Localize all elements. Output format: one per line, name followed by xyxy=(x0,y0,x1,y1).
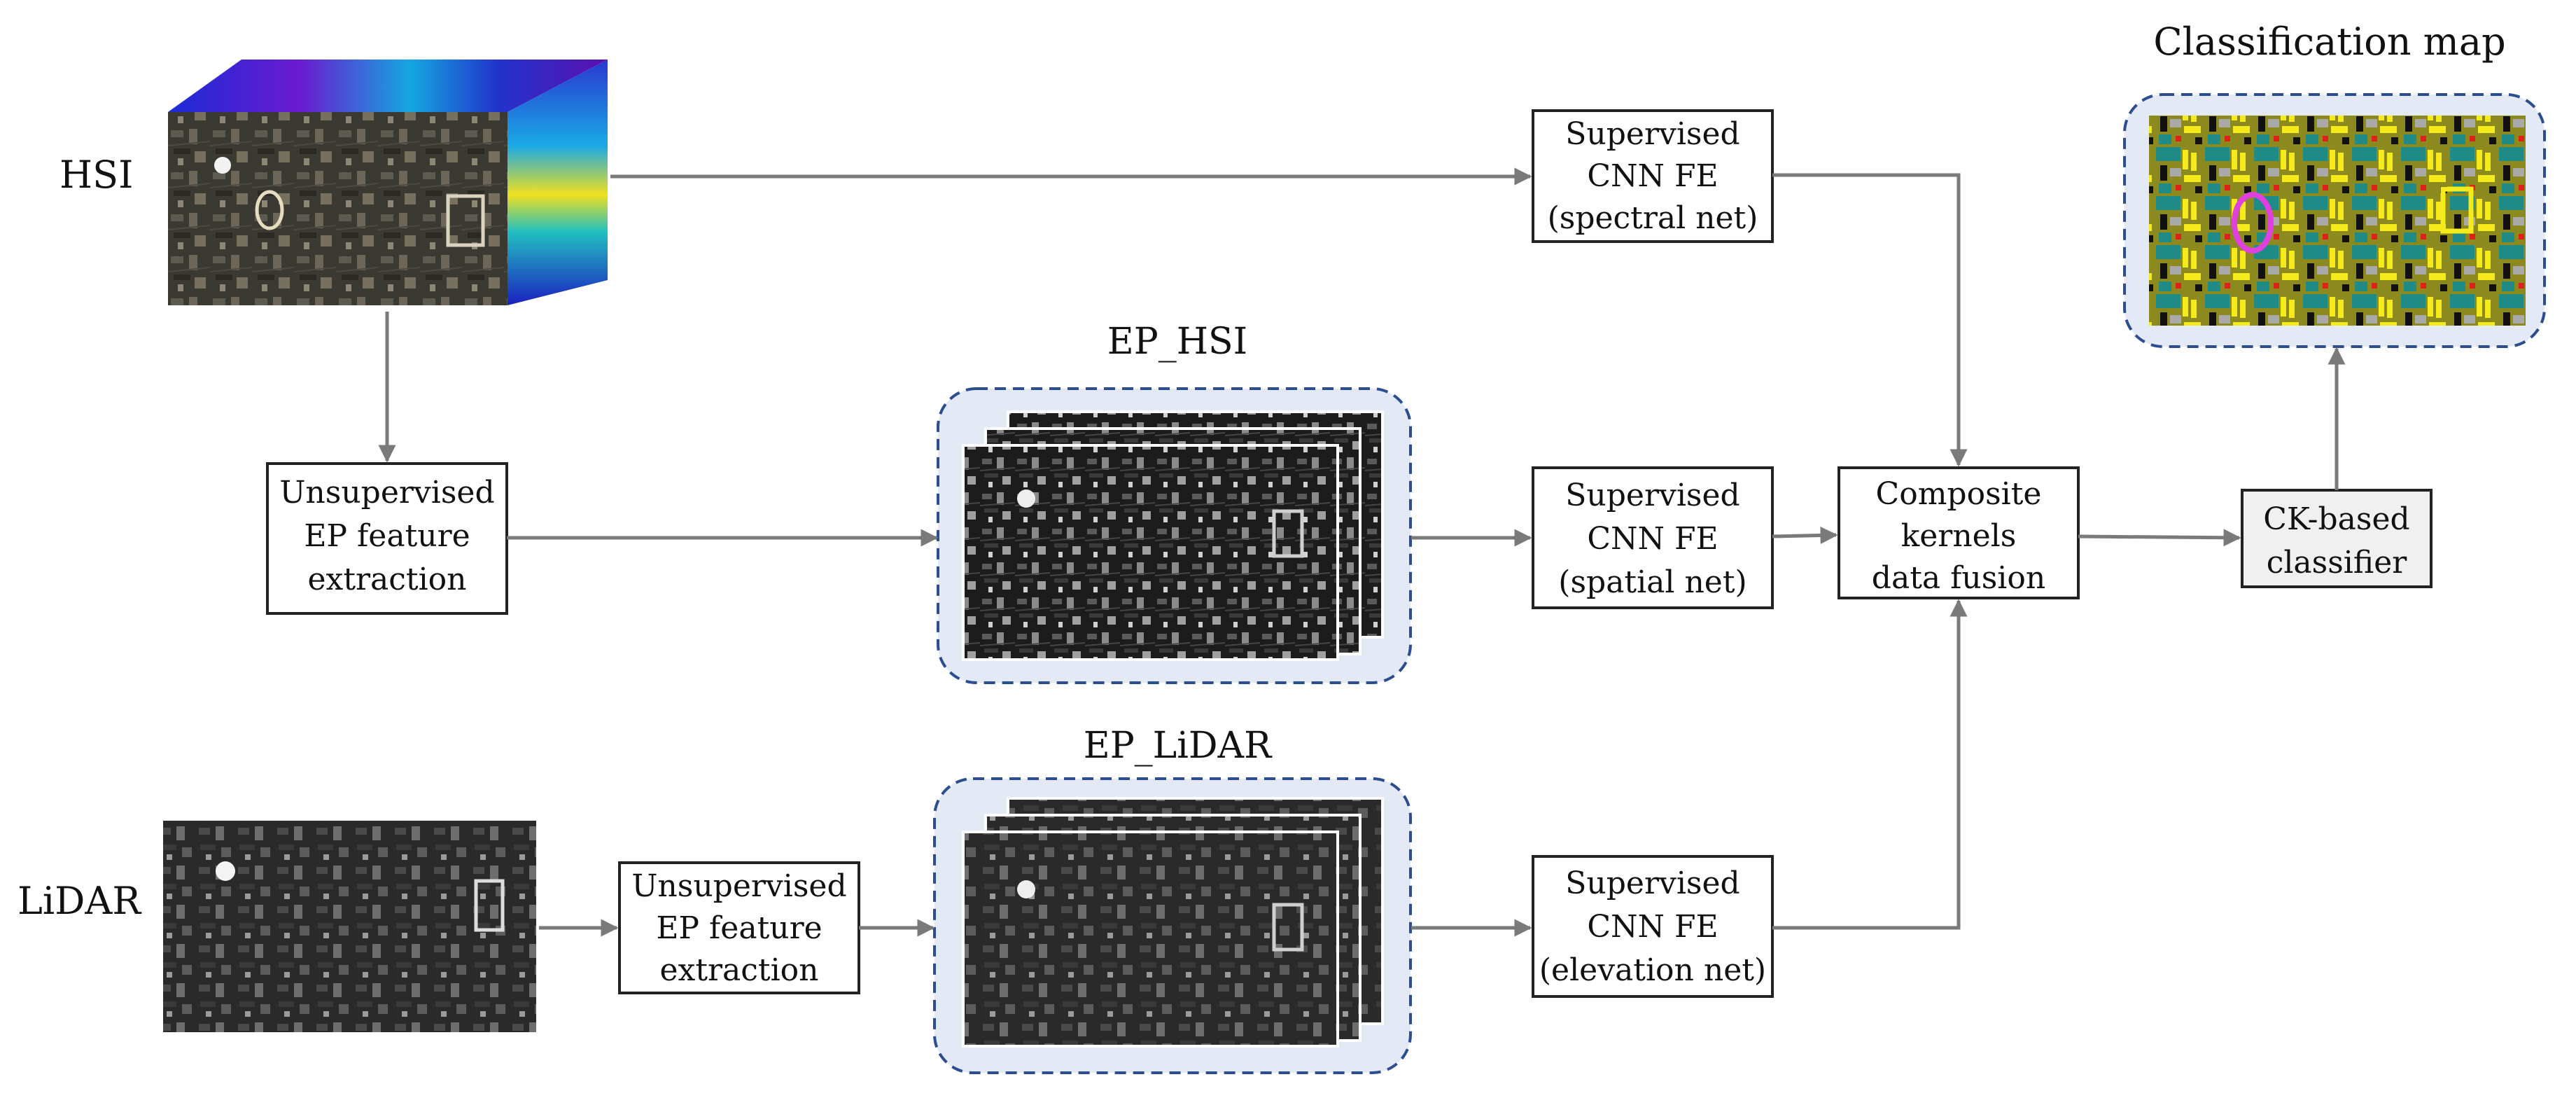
ck-based-classifier-box: CK-based classifier xyxy=(2241,489,2432,588)
ep-lidar-stack-image xyxy=(962,797,1384,1048)
ep-hsi-title: EP_HSI xyxy=(1107,321,1247,363)
svg-text:classifier: classifier xyxy=(2267,545,2408,581)
arrow-spatial-to-fusion xyxy=(1772,526,1838,544)
ep-hsi-extraction-box: Unsupervised EP feature extraction xyxy=(266,462,508,615)
svg-text:data fusion: data fusion xyxy=(1872,560,2045,596)
svg-text:(spatial net): (spatial net) xyxy=(1558,564,1746,600)
arrow-spectral-to-fusion xyxy=(1772,173,1968,467)
elevation-net-box: Supervised CNN FE (elevation net) xyxy=(1532,855,1774,998)
arrow-fusion-to-classifier xyxy=(2078,529,2241,547)
ep-lidar-extraction-box: Unsupervised EP feature extraction xyxy=(618,861,860,994)
svg-text:CNN FE: CNN FE xyxy=(1587,909,1718,945)
spatial-net-box: Supervised CNN FE (spatial net) xyxy=(1532,466,1774,609)
svg-text:Supervised: Supervised xyxy=(1565,866,1740,901)
svg-text:Supervised: Supervised xyxy=(1565,478,1740,513)
composite-kernels-fusion-box: Composite kernels data fusion xyxy=(1837,466,2080,599)
svg-text:EP feature: EP feature xyxy=(304,518,470,554)
svg-text:CNN FE: CNN FE xyxy=(1587,521,1718,557)
svg-text:CK-based: CK-based xyxy=(2263,501,2409,537)
svg-text:(elevation net): (elevation net) xyxy=(1539,952,1766,988)
svg-text:Unsupervised: Unsupervised xyxy=(279,475,494,510)
svg-text:Unsupervised: Unsupervised xyxy=(631,868,846,904)
classification-map-title: Classification map xyxy=(2153,20,2505,64)
svg-text:Supervised: Supervised xyxy=(1565,116,1740,152)
lidar-label: LiDAR xyxy=(18,879,141,923)
svg-text:kernels: kernels xyxy=(1901,518,2017,554)
svg-text:(spectral net): (spectral net) xyxy=(1548,200,1758,236)
arrow-elevation-to-fusion xyxy=(1772,599,1968,930)
svg-text:EP feature: EP feature xyxy=(656,910,822,946)
svg-text:extraction: extraction xyxy=(307,562,466,597)
ep-hsi-stack-image xyxy=(962,410,1384,661)
hsi-cube-image xyxy=(168,60,608,305)
hsi-label: HSI xyxy=(59,153,133,197)
spectral-net-box: Supervised CNN FE (spectral net) xyxy=(1532,109,1774,243)
classification-map-image xyxy=(2149,116,2526,326)
lidar-image xyxy=(163,821,536,1032)
ep-lidar-title: EP_LiDAR xyxy=(1084,725,1273,767)
svg-text:extraction: extraction xyxy=(659,952,818,988)
svg-text:Composite: Composite xyxy=(1876,476,2042,512)
svg-text:CNN FE: CNN FE xyxy=(1587,158,1718,194)
